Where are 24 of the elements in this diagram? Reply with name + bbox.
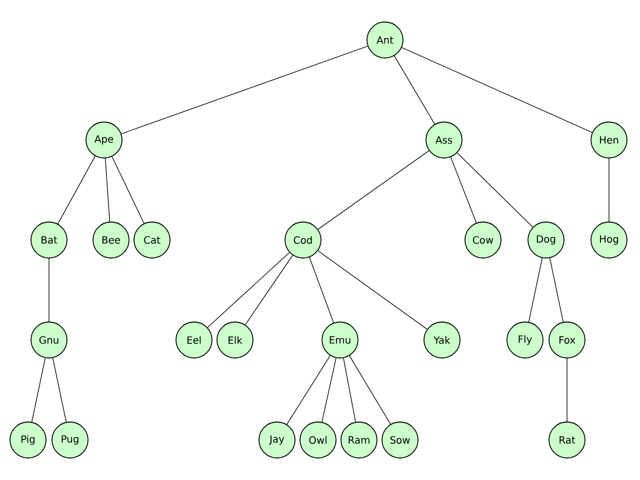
connector-line	[112, 156, 144, 224]
connector-line	[456, 152, 534, 228]
connector-line	[450, 156, 477, 224]
connector-line	[608, 158, 610, 222]
connector-line	[549, 258, 564, 322]
connector-line	[309, 256, 334, 324]
connector-line	[58, 156, 96, 224]
connector-line	[52, 358, 67, 422]
connector-line	[207, 252, 290, 328]
connector-line	[343, 358, 356, 422]
connector-line	[245, 254, 293, 326]
connector-line	[402, 47, 592, 133]
connector-line	[349, 355, 391, 425]
connector-line	[528, 258, 543, 322]
connector-line	[104, 158, 110, 222]
connector-line	[121, 46, 368, 134]
connector-line	[318, 150, 430, 230]
connector-line	[48, 258, 50, 322]
connector-line	[31, 358, 46, 422]
connector-line	[318, 250, 428, 330]
connector-line	[566, 358, 568, 422]
connector-line	[322, 358, 336, 422]
connector-line	[394, 56, 435, 124]
connector-line	[286, 355, 331, 425]
